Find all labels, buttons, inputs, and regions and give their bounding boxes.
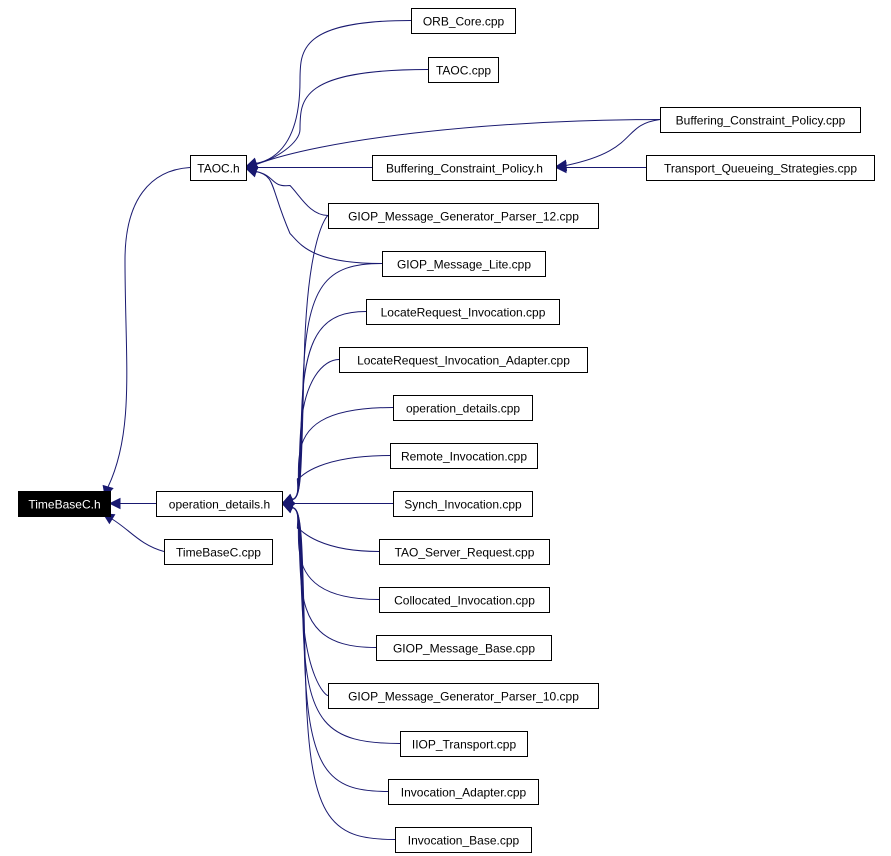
graph-nodes: TimeBaseC.h TAOC.h operation_details.hTime… xyxy=(18,8,875,853)
node-box-timebasec-cpp xyxy=(164,539,273,565)
node-label-giop-message-base-cpp: GIOP_Message_Base.cpp xyxy=(393,642,535,656)
node-box-locaterequest-invocation-adapter-cpp xyxy=(339,347,588,373)
edge-operation-details-cpp-to-operation-details-h xyxy=(291,407,394,500)
edge-orb-core-cpp-to-taoc-h xyxy=(255,20,412,164)
node-box-invocation-adapter-cpp xyxy=(388,779,539,805)
edge-timebasec-cpp-to-timebasec-h xyxy=(111,518,165,552)
node-box-collocated-invocation-cpp xyxy=(379,587,550,613)
edge-remote-invocation-cpp-to-operation-details-h xyxy=(291,455,391,500)
arrowhead-invocation-base-cpp-to-operation-details-h xyxy=(281,502,295,514)
node-label-remote-invocation-cpp: Remote_Invocation.cpp xyxy=(401,450,527,464)
node-giop-message-generator-parser-12-cpp[interactable]: GIOP_Message_Generator_Parser_12.cpp xyxy=(328,203,599,229)
node-label-timebasec-h: TimeBaseC.h xyxy=(28,498,100,512)
edge-giop-message-lite-cpp-to-operation-details-h xyxy=(291,263,383,500)
node-locaterequest-invocation-cpp[interactable]: LocateRequest_Invocation.cpp xyxy=(366,299,560,325)
edge-giop-message-generator-parser-12-cpp-to-taoc-h xyxy=(255,171,329,216)
node-remote-invocation-cpp[interactable]: Remote_Invocation.cpp xyxy=(390,443,538,469)
node-operation-details-h[interactable]: operation_details.h xyxy=(156,491,283,517)
node-label-iiop-transport-cpp: IIOP_Transport.cpp xyxy=(412,738,517,752)
edge-buffering-constraint-policy-cpp-to-buffering-constraint-policy-h xyxy=(565,119,661,166)
arrowhead-giop-message-lite-cpp-to-taoc-h xyxy=(245,166,259,178)
node-synch-invocation-cpp[interactable]: Synch_Invocation.cpp xyxy=(393,491,533,517)
node-box-giop-message-generator-parser-12-cpp xyxy=(328,203,599,229)
node-timebasec-h: TimeBaseC.h xyxy=(18,491,111,517)
node-label-buffering-constraint-policy-h: Buffering_Constraint_Policy.h xyxy=(386,162,543,176)
node-invocation-adapter-cpp[interactable]: Invocation_Adapter.cpp xyxy=(388,779,539,805)
node-giop-message-generator-parser-10-cpp[interactable]: GIOP_Message_Generator_Parser_10.cpp xyxy=(328,683,599,709)
node-box-giop-message-generator-parser-10-cpp xyxy=(328,683,599,709)
node-box-timebasec-h xyxy=(18,491,111,517)
graph-edges xyxy=(102,20,661,840)
node-tao-server-request-cpp[interactable]: TAO_Server_Request.cpp xyxy=(379,539,550,565)
node-label-locaterequest-invocation-cpp: LocateRequest_Invocation.cpp xyxy=(381,306,546,320)
edge-giop-message-lite-cpp-to-taoc-h xyxy=(255,171,383,264)
node-box-transport-queueing-strategies-cpp xyxy=(646,155,875,181)
node-giop-message-base-cpp[interactable]: GIOP_Message_Base.cpp xyxy=(376,635,552,661)
node-iiop-transport-cpp[interactable]: IIOP_Transport.cpp xyxy=(400,731,528,757)
edge-tao-server-request-cpp-to-operation-details-h xyxy=(291,507,380,552)
edge-giop-message-generator-parser-10-cpp-to-operation-details-h xyxy=(291,507,329,696)
node-label-operation-details-h: operation_details.h xyxy=(169,498,270,512)
node-box-giop-message-lite-cpp xyxy=(382,251,546,277)
edge-giop-message-generator-parser-12-cpp-to-operation-details-h xyxy=(291,215,329,500)
node-orb-core-cpp[interactable]: ORB_Core.cpp xyxy=(411,8,516,34)
node-box-taoc-h xyxy=(190,155,247,181)
node-label-invocation-base-cpp: Invocation_Base.cpp xyxy=(408,834,520,848)
node-label-transport-queueing-strategies-cpp: Transport_Queueing_Strategies.cpp xyxy=(664,162,857,176)
node-label-giop-message-generator-parser-10-cpp: GIOP_Message_Generator_Parser_10.cpp xyxy=(348,690,579,704)
node-label-timebasec-cpp: TimeBaseC.cpp xyxy=(176,546,261,560)
node-taoc-cpp[interactable]: TAOC.cpp xyxy=(428,57,499,83)
edge-taoc-h-to-timebasec-h xyxy=(107,167,191,488)
node-box-taoc-cpp xyxy=(428,57,499,83)
arrowhead-operation-details-h-to-timebasec-h xyxy=(108,497,121,510)
node-taoc-h[interactable]: TAOC.h xyxy=(190,155,247,181)
node-label-giop-message-generator-parser-12-cpp: GIOP_Message_Generator_Parser_12.cpp xyxy=(348,210,579,224)
node-label-synch-invocation-cpp: Synch_Invocation.cpp xyxy=(404,498,522,512)
node-box-synch-invocation-cpp xyxy=(393,491,533,517)
node-box-iiop-transport-cpp xyxy=(400,731,528,757)
node-box-tao-server-request-cpp xyxy=(379,539,550,565)
edge-invocation-adapter-cpp-to-operation-details-h xyxy=(291,507,389,792)
node-box-operation-details-h xyxy=(156,491,283,517)
node-operation-details-cpp[interactable]: operation_details.cpp xyxy=(393,395,533,421)
node-box-invocation-base-cpp xyxy=(395,827,532,853)
node-buffering-constraint-policy-cpp[interactable]: Buffering_Constraint_Policy.cpp xyxy=(660,107,861,133)
node-giop-message-lite-cpp[interactable]: GIOP_Message_Lite.cpp xyxy=(382,251,546,277)
node-label-buffering-constraint-policy-cpp: Buffering_Constraint_Policy.cpp xyxy=(676,114,846,128)
node-invocation-base-cpp[interactable]: Invocation_Base.cpp xyxy=(395,827,532,853)
node-locaterequest-invocation-adapter-cpp[interactable]: LocateRequest_Invocation_Adapter.cpp xyxy=(339,347,588,373)
node-label-operation-details-cpp: operation_details.cpp xyxy=(406,402,520,416)
node-label-locaterequest-invocation-adapter-cpp: LocateRequest_Invocation_Adapter.cpp xyxy=(357,354,570,368)
node-box-giop-message-base-cpp xyxy=(376,635,552,661)
edge-collocated-invocation-cpp-to-operation-details-h xyxy=(291,507,380,600)
node-box-buffering-constraint-policy-cpp xyxy=(660,107,861,133)
node-label-orb-core-cpp: ORB_Core.cpp xyxy=(423,15,505,29)
node-transport-queueing-strategies-cpp[interactable]: Transport_Queueing_Strategies.cpp xyxy=(646,155,875,181)
node-box-operation-details-cpp xyxy=(393,395,533,421)
node-collocated-invocation-cpp[interactable]: Collocated_Invocation.cpp xyxy=(379,587,550,613)
node-label-taoc-cpp: TAOC.cpp xyxy=(436,64,491,78)
node-box-orb-core-cpp xyxy=(411,8,516,34)
node-box-buffering-constraint-policy-h xyxy=(372,155,557,181)
arrowhead-transport-queueing-strategies-cpp-to-buffering-constraint-policy-h xyxy=(554,161,567,174)
node-box-locaterequest-invocation-cpp xyxy=(366,299,560,325)
node-box-remote-invocation-cpp xyxy=(390,443,538,469)
node-label-invocation-adapter-cpp: Invocation_Adapter.cpp xyxy=(401,786,527,800)
edge-taoc-cpp-to-taoc-h xyxy=(255,69,429,164)
node-label-giop-message-lite-cpp: GIOP_Message_Lite.cpp xyxy=(397,258,531,272)
node-label-tao-server-request-cpp: TAO_Server_Request.cpp xyxy=(395,546,535,560)
node-label-collocated-invocation-cpp: Collocated_Invocation.cpp xyxy=(394,594,535,608)
edge-invocation-base-cpp-to-operation-details-h xyxy=(291,507,396,840)
node-timebasec-cpp[interactable]: TimeBaseC.cpp xyxy=(164,539,273,565)
node-buffering-constraint-policy-h[interactable]: Buffering_Constraint_Policy.h xyxy=(372,155,557,181)
node-label-taoc-h: TAOC.h xyxy=(197,162,239,176)
edge-buffering-constraint-policy-cpp-to-taoc-h xyxy=(255,119,661,165)
